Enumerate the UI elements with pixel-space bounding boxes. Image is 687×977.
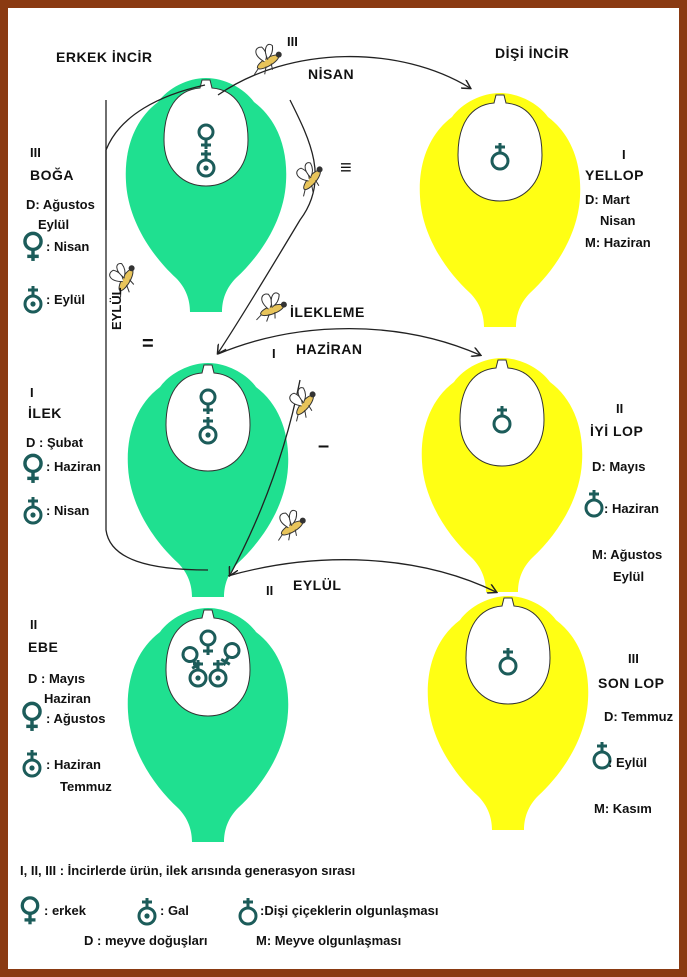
- fig-boga: [126, 78, 286, 312]
- fig-ebe: [128, 608, 288, 842]
- wasp-icon: [280, 382, 322, 425]
- arrow-label-nisan: NİSAN: [308, 67, 354, 81]
- arrow-label-ilekleme: İLEKLEME: [290, 305, 365, 319]
- iyilop-m: M: Ağustos: [592, 548, 662, 561]
- ilek-gal: : Nisan: [46, 504, 89, 517]
- ebe-gal2: Temmuz: [60, 780, 112, 793]
- sonlop-m: M: Kasım: [594, 802, 652, 815]
- sonlop-d: D: Temmuz: [604, 710, 673, 723]
- sonlop-name: SON LOP: [598, 676, 665, 690]
- mark-triple: ≡: [340, 158, 352, 178]
- legend-gal: : Gal: [160, 904, 189, 917]
- ebe-roman: II: [30, 618, 37, 631]
- boga-male: : Nisan: [46, 240, 89, 253]
- iyilop-d: D: Mayıs: [592, 460, 645, 473]
- arrow-roman-bottom: II: [266, 584, 273, 597]
- iyilop-f: : Haziran: [604, 502, 659, 515]
- ebe-male: : Ağustos: [46, 712, 105, 725]
- fig-ilek: [128, 363, 288, 597]
- wasp-icon: [244, 39, 287, 79]
- ebe-d2: Haziran: [44, 692, 91, 705]
- legend-female-icon: [240, 898, 256, 924]
- iyilop-roman: II: [616, 402, 623, 415]
- legend-d: D : meyve doğuşları: [84, 934, 208, 947]
- ilek-roman: I: [30, 386, 34, 399]
- yellop-m: M: Haziran: [585, 236, 651, 249]
- boga-d: D: Ağustos: [26, 198, 95, 211]
- legend-erkek: : erkek: [44, 904, 86, 917]
- arrow-label-haziran: HAZİRAN: [296, 342, 363, 356]
- legend-male-icon: [22, 898, 37, 924]
- arrow-roman-top: III: [287, 35, 298, 48]
- ilek-name: İLEK: [28, 406, 62, 420]
- legend-disi: :Dişi çiçeklerin olgunlaşması: [260, 904, 438, 917]
- wasp-icon: [287, 157, 329, 200]
- yellop-roman: I: [622, 148, 626, 161]
- ebe-gal: : Haziran: [46, 758, 101, 771]
- fig-iyilop: [422, 358, 582, 592]
- female-fig-heading: DİŞİ İNCİR: [495, 46, 569, 60]
- ebe-name: EBE: [28, 640, 58, 654]
- arrow-label-eylul: EYLÜL: [293, 578, 341, 592]
- ebe-d: D : Mayıs: [28, 672, 85, 685]
- boga-roman: III: [30, 146, 41, 159]
- fig-sonlop: [428, 596, 588, 830]
- mark-single: –: [318, 436, 329, 456]
- iyilop-m2: Eylül: [613, 570, 644, 583]
- yellop-name: YELLOP: [585, 168, 644, 182]
- boga-name: BOĞA: [30, 168, 74, 182]
- male-fig-heading: ERKEK İNCİR: [56, 50, 153, 64]
- iyilop-name: İYİ LOP: [590, 424, 643, 438]
- arrow-roman-mid: I: [272, 347, 276, 360]
- sonlop-roman: III: [628, 652, 639, 665]
- yellop-d2: Nisan: [600, 214, 635, 227]
- legend-line1: I, II, III : İncirlerde ürün, ilek arısı…: [20, 864, 355, 877]
- legend-gal-icon: [139, 898, 155, 924]
- yellop-d: D: Mart: [585, 193, 630, 206]
- legend-m: M: Meyve olgunlaşması: [256, 934, 401, 947]
- ilek-d: D : Şubat: [26, 436, 83, 449]
- arrow-label-eylul-vertical: EYLÜL: [110, 287, 123, 330]
- boga-gal: : Eylül: [46, 293, 85, 306]
- ilek-male: : Haziran: [46, 460, 101, 473]
- sonlop-f: : Eylül: [608, 756, 647, 769]
- fig-yellop: [420, 93, 580, 327]
- boga-d2: Eylül: [38, 218, 69, 231]
- mark-double: =: [142, 334, 154, 354]
